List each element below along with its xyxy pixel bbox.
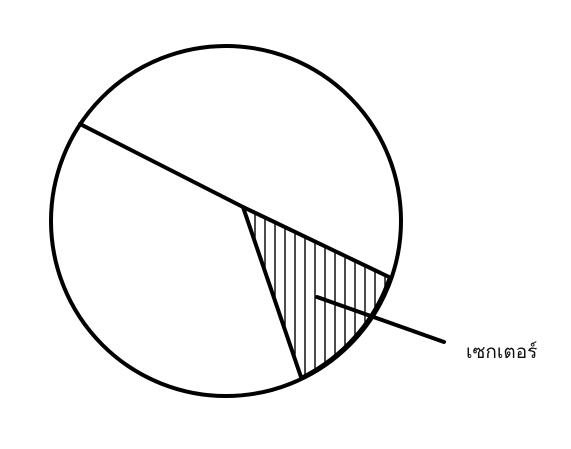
- sector-outline: [241, 205, 391, 379]
- label-leader-line: [315, 295, 446, 344]
- sector-label: เซกเตอร์: [466, 341, 537, 363]
- sector-hatch: [244, 207, 386, 377]
- hatch-lines: [244, 207, 386, 377]
- radius-lower: [241, 205, 303, 379]
- circle-outline: [49, 44, 403, 398]
- radius-upper: [78, 122, 245, 209]
- radius-lower-chord-upper: [241, 205, 391, 279]
